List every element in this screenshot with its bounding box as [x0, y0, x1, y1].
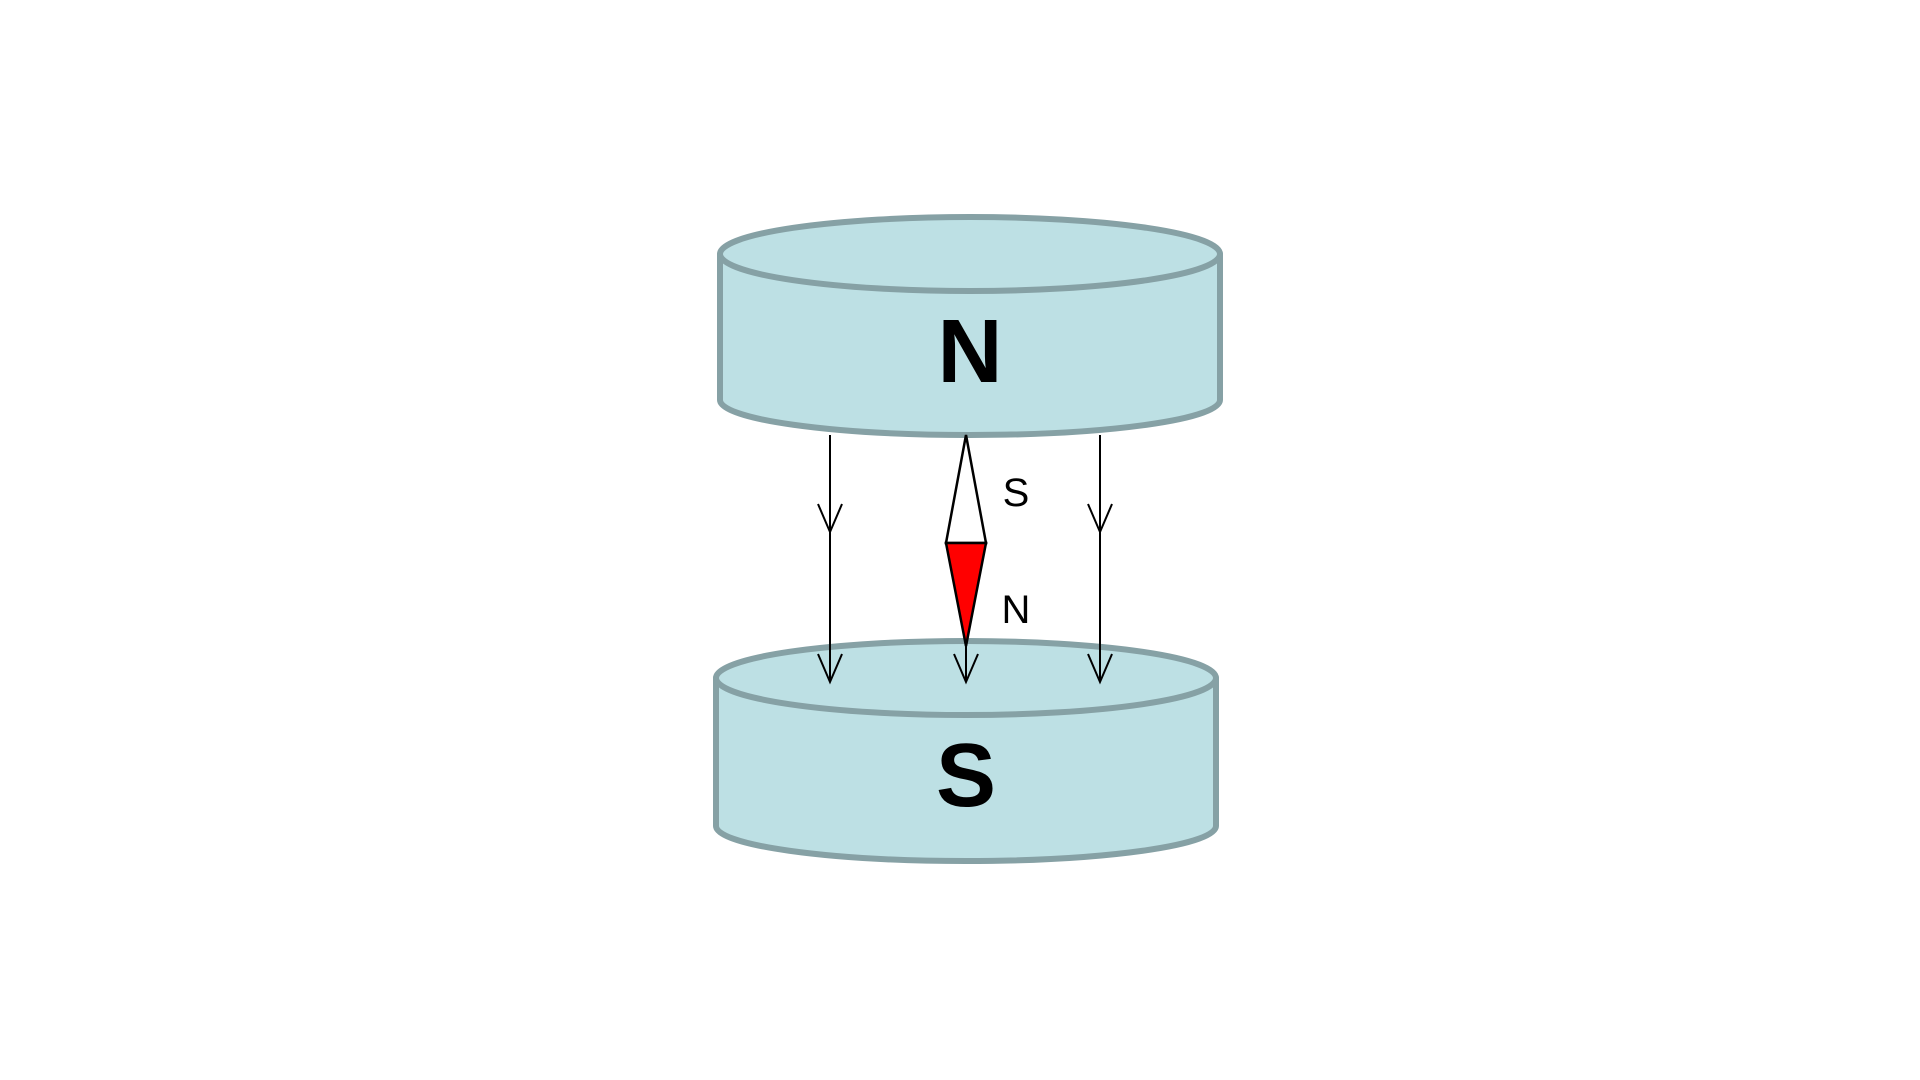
field-line-left-arrow-end — [817, 653, 843, 685]
field-line-left — [817, 435, 843, 685]
field-line-left-arrow-mid — [817, 503, 843, 535]
bottom-magnet-body — [713, 675, 1219, 864]
top-magnet: N — [717, 214, 1223, 438]
compass-needle-bottom-label: N — [1002, 588, 1031, 632]
field-line-right-arrow-mid — [1087, 503, 1113, 535]
field-line-center-arrow-end — [953, 653, 979, 685]
field-line-right — [1087, 435, 1113, 685]
top-magnet-body — [717, 251, 1223, 438]
top-magnet-face — [717, 214, 1223, 294]
field-line-right-arrow-end — [1087, 653, 1113, 685]
compass-needle-north-half — [944, 541, 988, 647]
bottom-magnet-pole-label: S — [936, 726, 996, 826]
compass-needle-south-half — [944, 434, 988, 545]
top-magnet-pole-label: N — [938, 302, 1003, 402]
compass-needle-top-label: S — [1003, 471, 1030, 515]
compass-needle: S N — [944, 434, 1031, 647]
